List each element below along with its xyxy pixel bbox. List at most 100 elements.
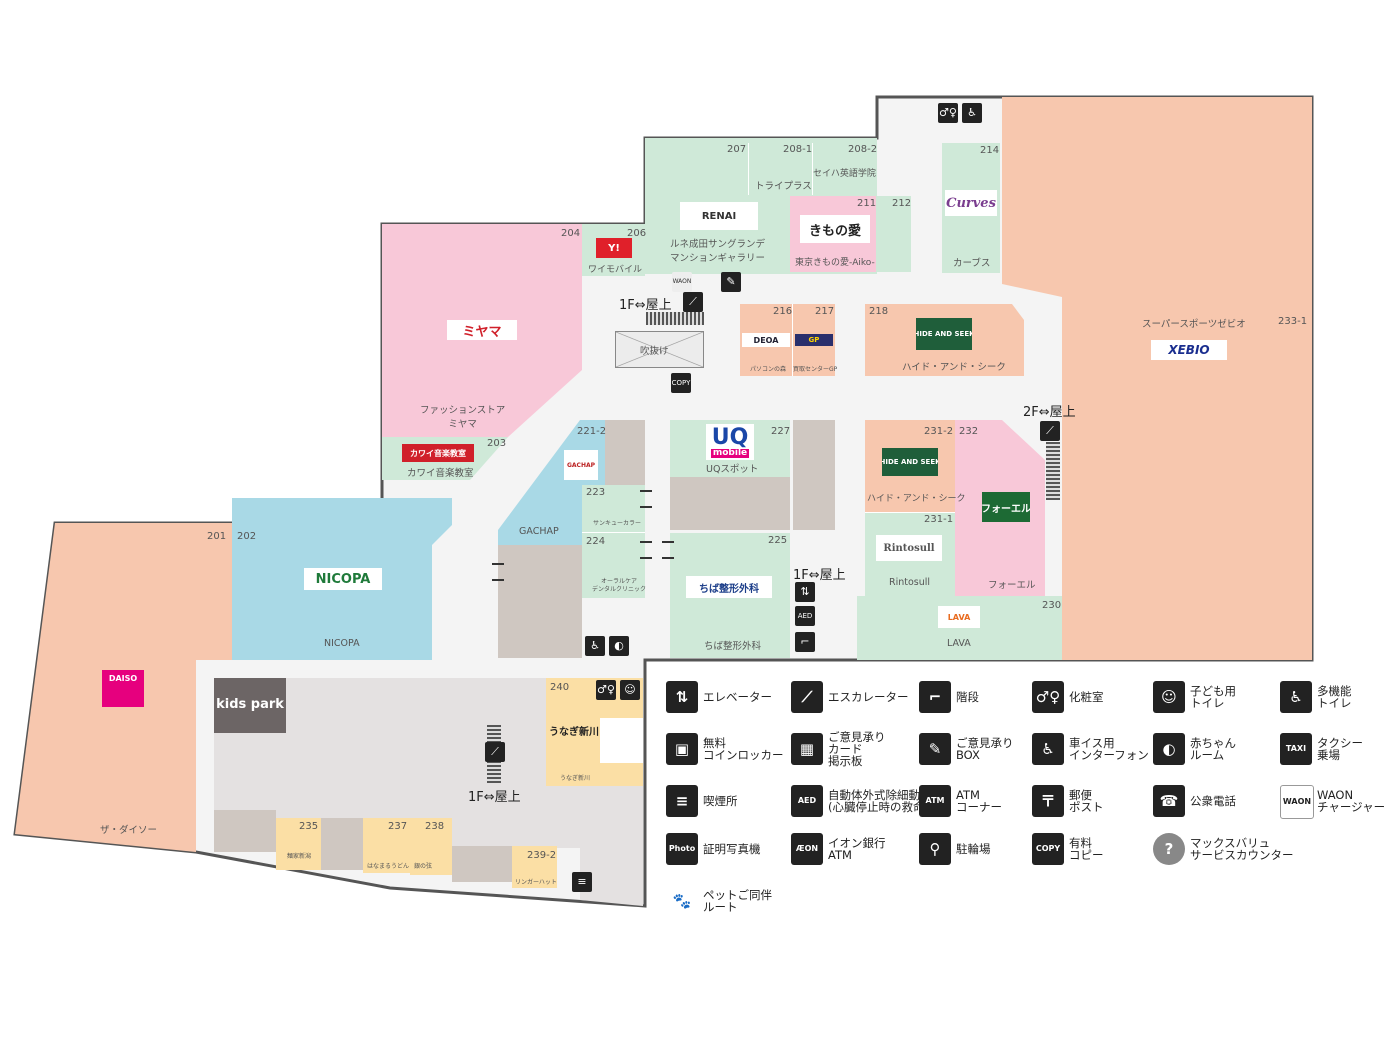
legend-label: ご意見承り BOX xyxy=(956,736,1014,762)
uq-logo-top: UQ xyxy=(711,424,749,450)
shop-230-number: 230 xyxy=(1042,600,1062,611)
shop-233-1-name: スーパースポーツゼビオ xyxy=(1142,319,1246,330)
renai-logo: RENAI xyxy=(680,202,758,230)
smoking-area-icon[interactable]: ≡ xyxy=(572,872,592,892)
restroom-icon[interactable]: ♂♀ xyxy=(938,103,958,123)
multipurpose-restroom-icon[interactable]: ♿ xyxy=(585,636,605,656)
shop-224[interactable] xyxy=(582,533,645,598)
shop-237[interactable] xyxy=(363,818,410,873)
kawai-logo: カワイ音楽教室 xyxy=(402,444,474,462)
shop-208-2[interactable] xyxy=(812,143,877,195)
legend-label: ペットご同伴 ルート xyxy=(703,888,772,914)
shop-202-name: NICOPA xyxy=(324,638,360,649)
baby-room-icon[interactable]: ◐ xyxy=(609,636,629,656)
gp-logo: GP xyxy=(795,334,833,346)
gray-food-3 xyxy=(452,846,512,882)
shop-239-2[interactable] xyxy=(512,846,557,888)
shop-227-number: 227 xyxy=(771,426,791,437)
gray-food-2 xyxy=(321,818,363,870)
escalator-label-1: 1F⇔屋上 xyxy=(619,298,672,313)
shop-230-name: LAVA xyxy=(947,638,971,649)
shop-212[interactable] xyxy=(877,196,911,272)
legend-label: 化粧室 xyxy=(1069,690,1104,704)
post-box-icon: 〒 xyxy=(1032,785,1064,817)
kids-restroom-icon[interactable]: ☺ xyxy=(620,680,640,700)
shop-231-2-name: ハイド・アンド・シーク xyxy=(867,494,966,504)
shop-208-2-name: セイハ英語学院 xyxy=(813,169,876,179)
shop-207-name: ルネ成田サングランデ マンションギャラリー xyxy=(670,239,766,264)
shop-207-number: 207 xyxy=(727,144,747,155)
shop-232-number: 232 xyxy=(959,426,979,437)
daiso-logo: DAISO xyxy=(102,670,144,707)
legend-label: 公衆電話 xyxy=(1190,794,1236,808)
shop-235-number: 235 xyxy=(299,821,319,832)
escalator-track-1 xyxy=(646,312,704,325)
shop-202-number: 202 xyxy=(237,531,257,542)
legend-label: 子ども用 トイレ xyxy=(1190,684,1236,710)
waon-charger-icon: WAON xyxy=(1280,785,1314,819)
escalator-icon: ⟋ xyxy=(791,681,823,713)
shop-217-number: 217 xyxy=(815,306,835,317)
unagi-shinkawa-logo: うなぎ新川 xyxy=(549,726,599,738)
gray-block-right xyxy=(793,420,835,530)
shop-204-number: 204 xyxy=(561,228,581,239)
shop-221-2-gray xyxy=(605,420,645,485)
shop-203-number: 203 xyxy=(487,438,507,449)
copy-icon[interactable]: COPY xyxy=(671,373,691,393)
kids-park[interactable] xyxy=(214,678,286,733)
shop-208-1[interactable] xyxy=(748,143,810,195)
kids-park-area xyxy=(214,678,643,906)
shop-214-number: 214 xyxy=(980,145,1000,156)
legend-label: マックスバリュ サービスカウンター xyxy=(1190,836,1294,862)
wheelchair-intercom-icon: ♿ xyxy=(1032,733,1064,765)
nicopa-logo: NICOPA xyxy=(304,568,382,590)
shop-211-number: 211 xyxy=(857,198,877,209)
atrium-label: 吹抜け xyxy=(640,346,669,357)
shop-223[interactable] xyxy=(582,485,645,533)
restroom-icon[interactable]: ♂♀ xyxy=(596,680,616,700)
escalator-label-2: 2F⇔屋上 xyxy=(1023,405,1076,420)
legend-label: ご意見承り カード 掲示板 xyxy=(828,730,886,768)
door-mark xyxy=(662,541,674,559)
elevator-icon[interactable]: ⇅ xyxy=(795,582,815,602)
chiba-seikei-logo: ちば整形外科 xyxy=(686,576,772,598)
escalator-label-4: 1F⇔屋上 xyxy=(468,790,521,805)
shop-235[interactable] xyxy=(276,818,321,870)
shop-232-name: フォーエル xyxy=(988,580,1036,591)
stairs-icon[interactable]: ⌐ xyxy=(795,632,815,652)
shop-211-name: 東京きもの愛-Aiko- xyxy=(795,258,875,268)
escalator-icon[interactable]: ⟋ xyxy=(1040,421,1060,441)
shop-225-name: ちば整形外科 xyxy=(704,641,762,652)
shop-203-name: カワイ音楽教室 xyxy=(407,468,474,479)
public-phone-icon: ☎ xyxy=(1153,785,1185,817)
escalator-icon[interactable]: ⟋ xyxy=(683,292,703,312)
copy-icon: COPY xyxy=(1032,833,1064,865)
multipurpose-restroom-icon[interactable]: ♿ xyxy=(962,103,982,123)
legend-label: タクシー 乗場 xyxy=(1317,736,1363,762)
hide-and-seek-logo-2: HIDE AND SEEK xyxy=(882,448,938,476)
legend-label: イオン銀行 ATM xyxy=(828,836,886,862)
waon-charger-icon[interactable]: WAON xyxy=(672,272,692,292)
shop-238-name: 銀の弦 xyxy=(414,863,433,870)
shop-231-1-name: Rintosull xyxy=(889,577,931,588)
opinion-box-icon[interactable]: ✎ xyxy=(721,272,741,292)
aed-icon[interactable]: AED xyxy=(795,606,815,626)
legend-label: 階段 xyxy=(956,690,979,704)
gachap-name: GACHAP xyxy=(519,526,559,537)
gray-food-1 xyxy=(214,810,276,852)
shop-224-number: 224 xyxy=(586,536,606,547)
atrium-void xyxy=(615,331,704,368)
legend-label: WAON チャージャー xyxy=(1317,788,1386,814)
shop-204-name: ファッションストア ミヤマ xyxy=(420,405,506,430)
coin-locker-icon: ▣ xyxy=(666,733,698,765)
shop-238[interactable] xyxy=(410,818,452,875)
shop-208-2-number: 208-2 xyxy=(848,144,878,155)
shop-240-number: 240 xyxy=(550,682,570,693)
legend-label: エスカレーター xyxy=(828,690,909,704)
gachap-logo: GACHAP xyxy=(564,450,598,480)
miyama-logo: ミヤマ xyxy=(447,320,517,340)
escalator-icon[interactable]: ⟋ xyxy=(485,742,505,762)
gray-block-left xyxy=(498,545,582,658)
pet-route-icon: 🐾 xyxy=(672,892,692,910)
